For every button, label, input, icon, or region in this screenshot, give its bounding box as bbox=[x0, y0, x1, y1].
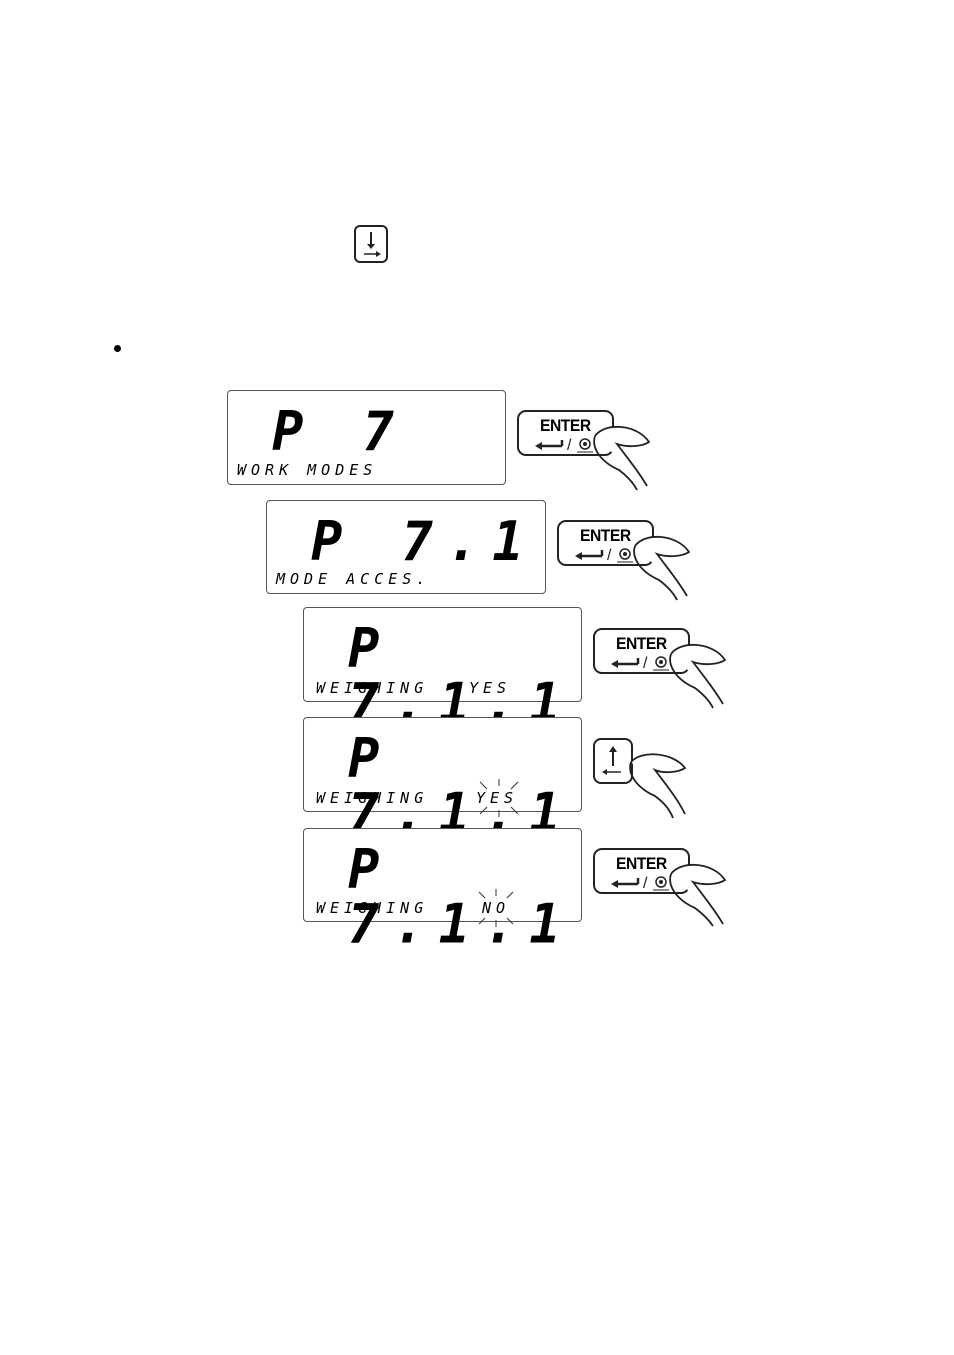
lcd-main-reading: P 7.1 bbox=[311, 510, 538, 574]
svg-text:/: / bbox=[643, 655, 648, 672]
lcd-value: YES bbox=[469, 679, 512, 697]
lcd-main-reading: P 7 bbox=[272, 400, 408, 464]
list-bullet bbox=[114, 345, 121, 352]
lcd-value-blinking: NO bbox=[482, 899, 511, 917]
enter-button-label: ENTER bbox=[616, 854, 667, 873]
lcd-sub-label: WEIGHING bbox=[316, 789, 429, 807]
lcd-main-reading: P 7.1.1 bbox=[348, 727, 575, 846]
arrow-down-right-key-icon bbox=[354, 225, 388, 263]
svg-text:/: / bbox=[567, 437, 572, 454]
arrow-up-button[interactable] bbox=[593, 738, 693, 819]
svg-text:/: / bbox=[643, 875, 648, 892]
enter-button-label: ENTER bbox=[540, 416, 591, 435]
enter-button[interactable]: / ENTER bbox=[517, 410, 657, 491]
blink-rays-icon bbox=[479, 779, 519, 817]
lcd-sub-label: WEIGHING bbox=[316, 899, 429, 917]
enter-button[interactable]: / ENTER bbox=[593, 848, 733, 928]
blink-rays-icon bbox=[478, 889, 514, 927]
lcd-main-reading: P 7.1.1 bbox=[348, 617, 575, 736]
lcd-sub-label: WORK MODES bbox=[237, 461, 378, 479]
enter-button[interactable]: / ENTER bbox=[593, 628, 733, 709]
lcd-panel-2: P 7.1 MODE ACCES. bbox=[266, 500, 546, 594]
lcd-panel-4: P 7.1.1 WEIGHING YES bbox=[303, 717, 582, 841]
lcd-panel-3: P 7.1.1 WEIGHING YES bbox=[303, 607, 582, 731]
lcd-main-reading: P 7.1.1 bbox=[348, 838, 575, 957]
lcd-sub-label: WEIGHING bbox=[316, 679, 429, 697]
lcd-panel-5: P 7.1.1 WEIGHING NO bbox=[303, 828, 582, 952]
enter-button-label: ENTER bbox=[616, 634, 667, 653]
lcd-value-blinking: YES bbox=[476, 789, 519, 807]
lcd-panel-1: P 7 WORK MODES bbox=[227, 390, 506, 485]
lcd-sub-label: MODE ACCES. bbox=[276, 570, 431, 588]
enter-button-label: ENTER bbox=[580, 526, 631, 545]
svg-text:/: / bbox=[607, 547, 612, 564]
enter-button[interactable]: / ENTER bbox=[557, 520, 697, 601]
